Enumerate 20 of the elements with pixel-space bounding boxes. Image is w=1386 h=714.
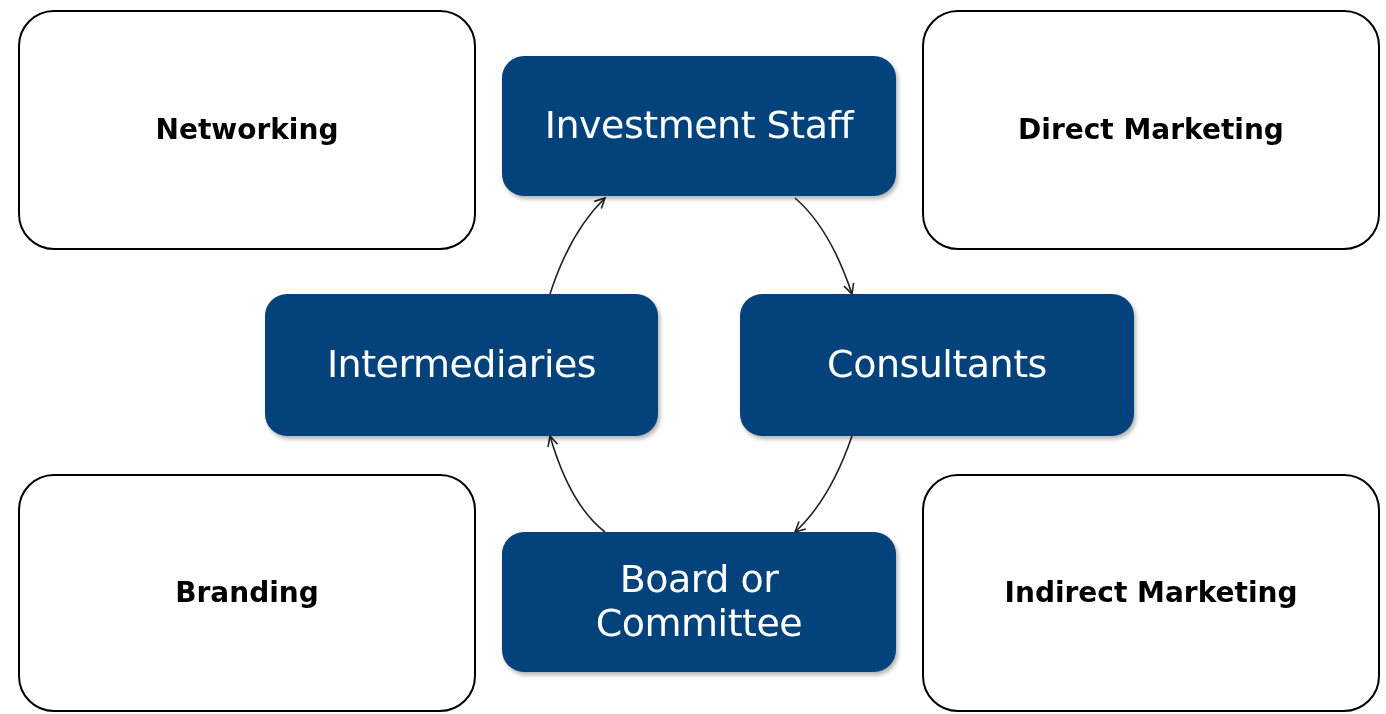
category-box [922, 474, 1380, 712]
box-label: Direct Marketing [1018, 113, 1284, 147]
process-box [740, 294, 1134, 436]
process-box [502, 532, 896, 672]
curved-arrow [794, 197, 855, 295]
curved-arrow [794, 435, 853, 533]
box-label: Branding [175, 576, 319, 610]
box-label: Investment Staff [544, 104, 854, 148]
category-box [18, 474, 476, 712]
box-label: Consultants [827, 343, 1047, 387]
process-box [502, 56, 896, 196]
curved-arrow [549, 197, 606, 295]
box-label: Board or Committee [594, 558, 804, 646]
category-box [18, 10, 476, 250]
box-label: Networking [155, 113, 339, 147]
category-box [922, 10, 1380, 250]
box-label: Indirect Marketing [1004, 576, 1298, 610]
curved-arrow [547, 435, 606, 533]
box-label: Intermediaries [326, 343, 597, 387]
process-box [265, 294, 658, 436]
